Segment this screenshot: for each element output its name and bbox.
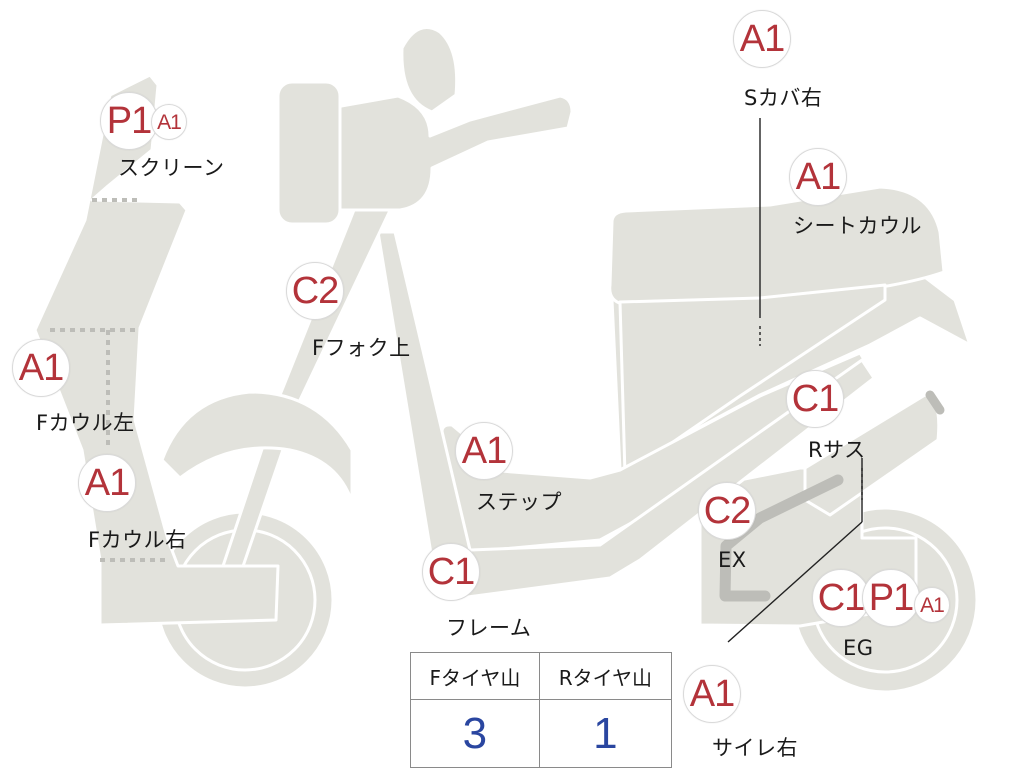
- badge-c2-ex: C2: [698, 482, 756, 540]
- tire-tread-table: Fタイヤ山 Rタイヤ山 3 1: [410, 652, 673, 768]
- tread-header-row: Fタイヤ山 Rタイヤ山: [410, 652, 673, 700]
- muffler-tip: [925, 390, 945, 415]
- leader-lines: [727, 118, 863, 643]
- rear-tread-header: Rタイヤ山: [538, 652, 673, 700]
- tread-value-row: 3 1: [410, 699, 673, 768]
- front-fork-shape: [218, 188, 397, 577]
- badge-a1-step: A1: [455, 422, 513, 480]
- label-eg: EG: [843, 636, 874, 660]
- badge-p1-eg: P1: [862, 569, 920, 627]
- label-fcowl-left: Fカウル左: [36, 411, 135, 435]
- badge-a1-eg: A1: [914, 587, 950, 623]
- exhaust-pipe: [719, 474, 844, 602]
- label-rsus: Rサス: [808, 438, 866, 462]
- label-seatcowl: シートカウル: [793, 214, 922, 238]
- badge-a1-seatcowl: A1: [789, 148, 847, 206]
- badge-c1-eg: C1: [812, 569, 870, 627]
- label-frame: フレーム: [446, 616, 532, 640]
- headlight-shape: [276, 80, 342, 226]
- label-scover: Sカバ右: [744, 86, 823, 110]
- badge-p1-screen: P1: [100, 92, 158, 150]
- badge-c2-ffork: C2: [286, 262, 344, 320]
- label-ex: EX: [718, 548, 747, 572]
- panel-division-lines: [50, 198, 170, 562]
- badge-a1-scover: A1: [733, 10, 791, 68]
- badge-a1-muffler: A1: [683, 665, 741, 723]
- label-screen: スクリーン: [118, 156, 225, 180]
- rear-tread-value: 1: [538, 699, 673, 768]
- badge-c1-rsus: C1: [786, 370, 844, 428]
- badge-c1-frame: C1: [422, 543, 480, 601]
- badge-a1-screen: A1: [151, 104, 187, 140]
- seat-shape: [608, 185, 946, 306]
- badge-a1-fcowl-left: A1: [12, 339, 70, 397]
- mirror-shape: [400, 26, 459, 114]
- handlebar-shape: [328, 94, 574, 212]
- label-step: ステップ: [476, 490, 562, 514]
- label-muffler: サイレ右: [712, 736, 798, 760]
- badge-a1-fcowl-right: A1: [78, 454, 136, 512]
- label-ffork: Fフォク上: [312, 336, 411, 360]
- label-fcowl-right: Fカウル右: [88, 528, 187, 552]
- front-tread-value: 3: [410, 699, 540, 768]
- front-fender-shape: [160, 390, 354, 504]
- front-tread-header: Fタイヤ山: [410, 652, 540, 700]
